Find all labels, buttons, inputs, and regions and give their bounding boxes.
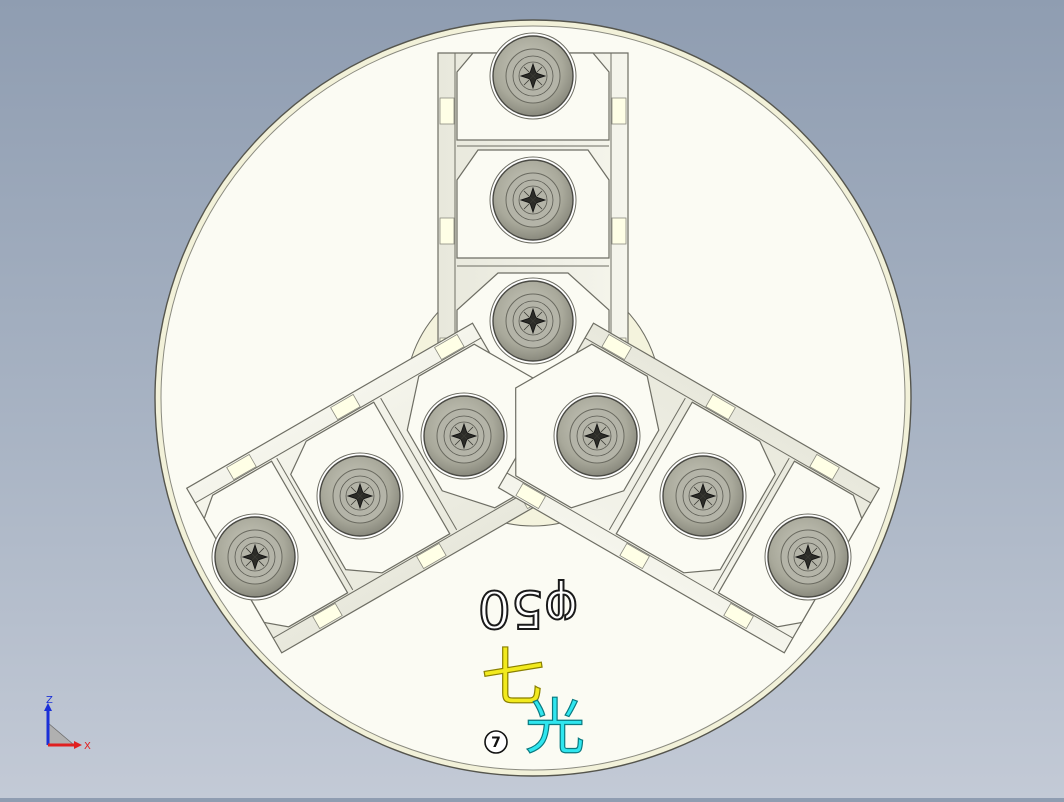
bolt-right-3[interactable]: [764, 513, 852, 601]
bolt-right-2[interactable]: [659, 452, 747, 540]
logo-glyph-yellow: 七: [481, 642, 545, 716]
bolt-right-1[interactable]: [553, 392, 641, 480]
triad-plane-icon: [47, 722, 76, 746]
bolt-top-3[interactable]: [489, 277, 577, 365]
bolt-top-2[interactable]: [489, 156, 577, 244]
number-badge: [484, 730, 508, 754]
z-axis-label: Z: [46, 695, 53, 706]
bolt-left-3[interactable]: [211, 513, 299, 601]
x-axis-label: X: [84, 741, 91, 752]
bolt-left-1[interactable]: [420, 392, 508, 480]
bolt-left-2[interactable]: [316, 452, 404, 540]
axis-triad[interactable]: Z X: [40, 695, 110, 755]
bolt-top-1[interactable]: [489, 32, 577, 120]
logo-glyph-cyan: 光: [525, 693, 585, 763]
diameter-engraving: φ50: [478, 578, 578, 638]
badge-number: 7: [491, 735, 501, 751]
